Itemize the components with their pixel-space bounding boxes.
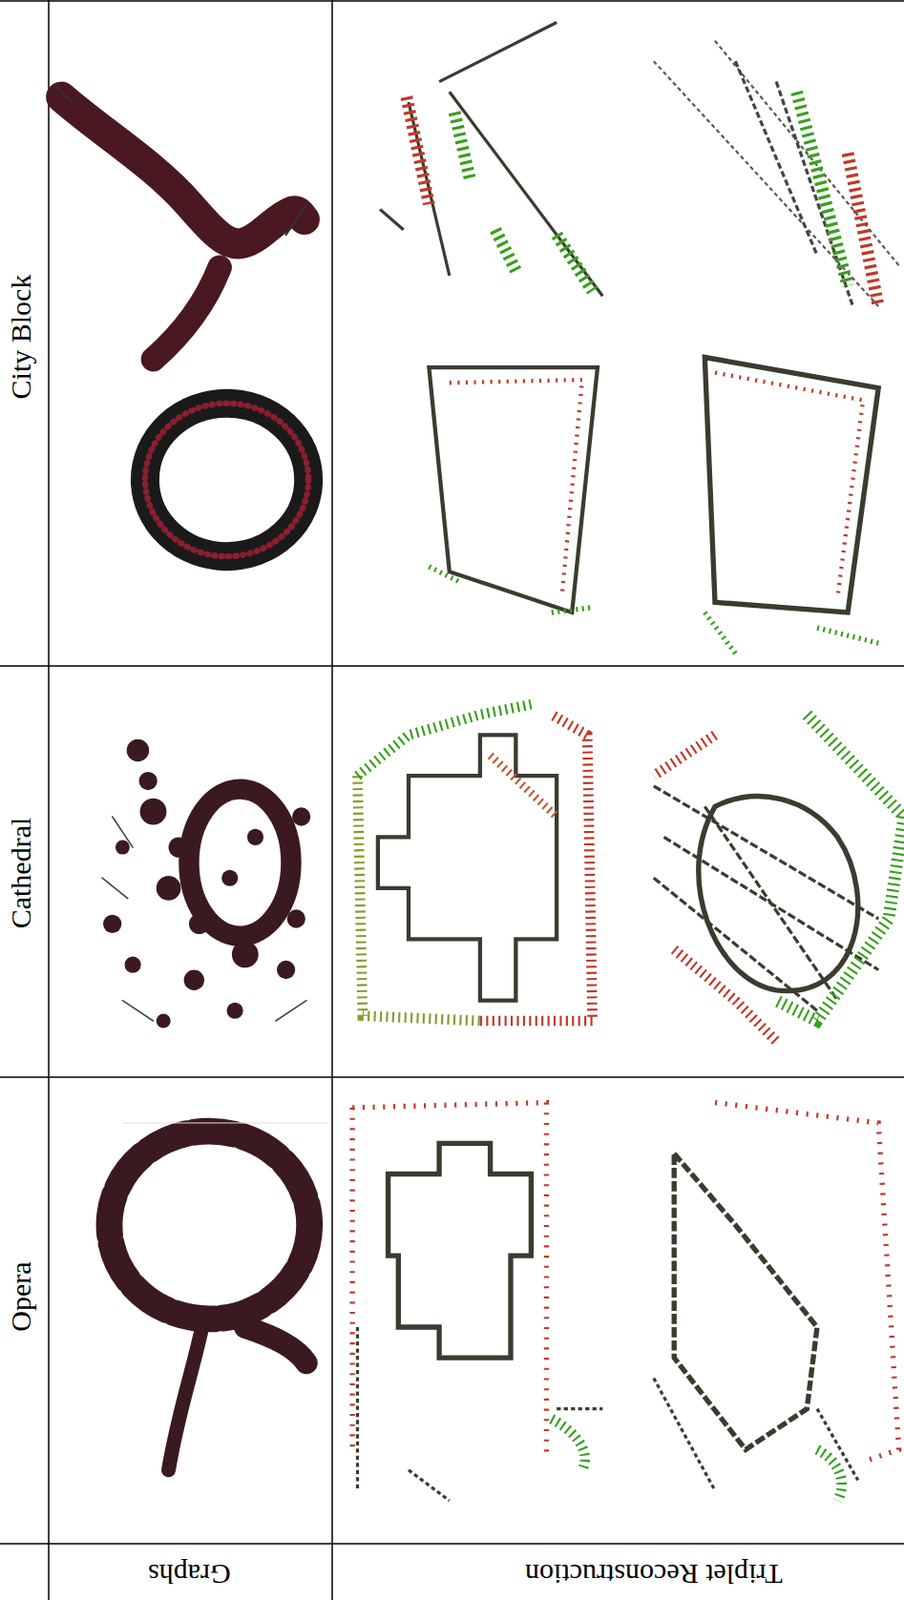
rule: [0, 0, 904, 2]
column-label: City Block: [6, 274, 36, 400]
graph-chain: [168, 1317, 205, 1472]
graph-opera: [108, 1123, 327, 1472]
rule: [47, 0, 50, 1600]
recon-opera: [352, 1103, 899, 1502]
illustrations: [56, 22, 904, 1502]
column-label: Opera: [6, 1261, 36, 1332]
rule: [331, 0, 334, 1600]
recon-cathedral: [357, 704, 904, 1042]
rule: [0, 1543, 904, 1546]
graph-clusters: [103, 739, 311, 1030]
recon-cityblock: [379, 22, 900, 654]
column-label: Cathedral: [6, 818, 36, 930]
row-label: Triplet Reconstruction: [525, 1560, 783, 1590]
graph-nodes: [145, 403, 309, 558]
rule: [0, 665, 904, 668]
graph-ring: [108, 1132, 310, 1321]
graph-chain: [245, 1327, 307, 1364]
graph-chain: [153, 267, 221, 359]
graph-ring: [145, 403, 309, 558]
graph-edges: [56, 86, 307, 235]
graph-chain: [61, 97, 305, 245]
row-label: Graphs: [147, 1560, 232, 1590]
graph-ring: [189, 789, 292, 937]
graph-cathedral: [102, 739, 311, 1030]
rule: [0, 1076, 904, 1079]
graph-cityblock: [56, 86, 309, 557]
